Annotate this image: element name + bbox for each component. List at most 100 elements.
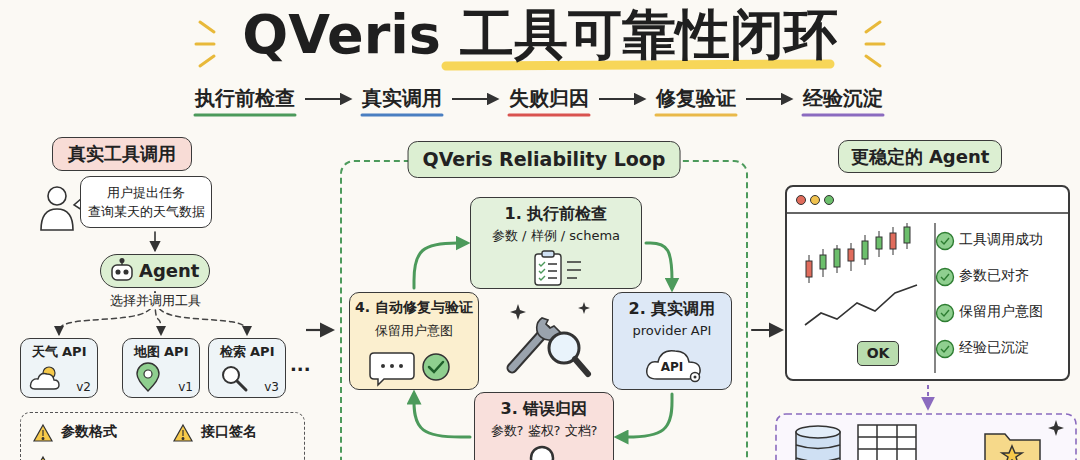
decoration <box>941 274 949 280</box>
weather-icon <box>29 363 61 393</box>
decoration <box>858 425 916 460</box>
connector <box>154 232 156 250</box>
step-box: 3. 错误归因参数? 鉴权? 文档? <box>474 392 614 460</box>
decoration <box>423 354 449 380</box>
node-text: 1. 执行前检查 <box>505 204 608 223</box>
decoration <box>866 43 884 46</box>
decoration <box>776 414 1076 460</box>
node-text: v3 <box>264 380 279 394</box>
flow-underlines <box>195 114 883 117</box>
node-text: 经验已沉淀 <box>959 339 1029 356</box>
decoration <box>34 425 52 441</box>
decoration <box>237 381 246 390</box>
decoration <box>890 233 896 249</box>
decoration <box>941 346 949 352</box>
decoration <box>200 22 214 32</box>
repair-icon <box>498 296 594 380</box>
decoration <box>937 305 954 322</box>
decoration <box>806 223 910 283</box>
decoration <box>196 43 214 46</box>
node-text: v2 <box>76 380 91 394</box>
node-text: 用户提出任务 <box>107 185 185 201</box>
decoration <box>31 374 60 389</box>
node-text: 检索 API <box>220 344 275 360</box>
decoration <box>542 251 554 257</box>
storage-panel <box>776 414 1076 460</box>
section-tag: 真实工具调用 <box>52 137 192 171</box>
node-text: 2. 真实调用 <box>629 299 716 318</box>
node-text: 参数? 鉴权? 文档? <box>491 423 598 439</box>
node-text: v1 <box>178 380 193 394</box>
api-box: 地图 API v1 <box>122 338 200 398</box>
step-box: 2. 真实调用 provider API <box>612 292 732 390</box>
connector <box>414 243 466 288</box>
decoration <box>805 285 917 325</box>
decoration <box>876 237 882 249</box>
decoration <box>796 445 840 460</box>
loop-region: QVeris Reliability Loop 1. 执行前检查参数 / 样例 … <box>340 160 748 460</box>
decoration <box>48 187 66 205</box>
step-box: 4. 自动修复与验证保留用户意图 <box>349 292 479 390</box>
node-text: OK <box>867 345 890 362</box>
node-text: 4. 自动修复与验证 <box>355 299 473 316</box>
annotation: 选择并调用工具 <box>106 293 205 309</box>
decoration <box>305 98 350 100</box>
decoration <box>42 438 44 440</box>
decoration <box>796 425 1040 460</box>
node-text: provider API <box>633 323 712 339</box>
decoration <box>694 376 697 379</box>
node-text: 真实工具调用 <box>68 143 176 165</box>
step-box: 1. 执行前检查参数 / 样例 / schema <box>470 197 642 289</box>
decoration <box>182 430 183 436</box>
node-text: 参数已对齐 <box>959 267 1029 284</box>
node-text: 接口签名 <box>201 423 257 440</box>
agent-box: Agent <box>100 254 210 288</box>
decoration <box>510 304 526 320</box>
decoration <box>174 425 192 441</box>
decoration <box>535 251 581 285</box>
decoration <box>531 447 553 460</box>
node-text: QVeris Reliability Loop <box>408 141 681 178</box>
decoration <box>937 269 954 286</box>
node-text: 更稳定的 Agent <box>851 146 990 168</box>
decoration <box>904 227 910 243</box>
decoration <box>796 426 840 438</box>
decoration <box>937 233 954 250</box>
chat-check-icon <box>370 349 458 387</box>
decoration <box>429 362 443 372</box>
search-icon <box>527 443 563 460</box>
node-text: 天气 API <box>32 344 87 360</box>
decoration <box>985 434 1040 460</box>
decoration <box>656 114 736 117</box>
decoration <box>399 364 403 368</box>
flow-step: 经验沉淀 <box>803 86 883 110</box>
decoration <box>539 262 545 280</box>
annotation: ... <box>290 354 311 376</box>
decoration <box>934 223 935 373</box>
connector <box>646 243 672 288</box>
node-text: 工具调用成功 <box>959 231 1043 248</box>
connector <box>414 394 470 437</box>
checklist-icon <box>529 250 585 286</box>
diagram-title: QVeris 工具可靠性闭环 <box>0 4 1080 66</box>
decoration <box>200 56 214 66</box>
node-text: 参数格式 <box>61 423 117 440</box>
search-icon <box>219 363 249 393</box>
decoration <box>862 241 868 259</box>
decoration <box>941 238 949 244</box>
decoration <box>803 114 883 117</box>
flow-arrow <box>927 385 929 408</box>
decoration <box>381 364 385 368</box>
decoration <box>137 363 159 391</box>
decoration <box>578 302 590 314</box>
decoration <box>1002 446 1022 460</box>
node-text: Agent <box>139 260 199 282</box>
decoration <box>834 249 840 267</box>
issue-panel: 参数格式 接口签名 <box>20 412 305 460</box>
annotation: API <box>661 360 684 374</box>
connector <box>752 329 781 331</box>
decoration <box>116 270 120 274</box>
decoration <box>452 98 497 100</box>
decoration <box>787 212 1068 214</box>
node-text: 地图 API <box>134 344 189 360</box>
